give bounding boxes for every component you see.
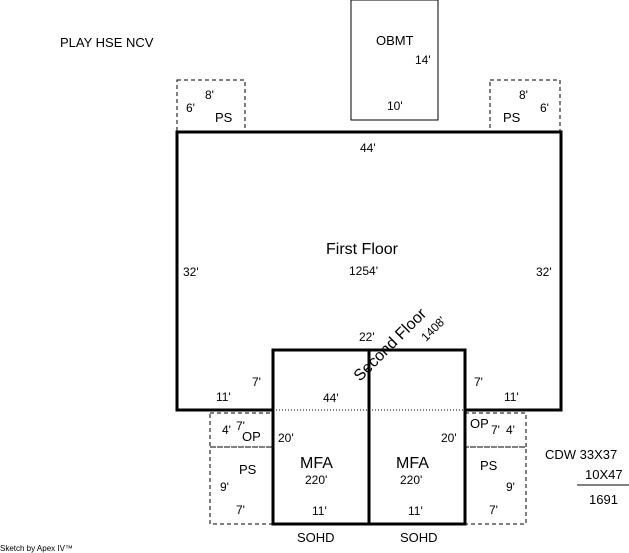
mfa-left-bottom-dim: 11' [312,504,327,518]
cdw-line2: 10X47 [585,467,623,482]
ps-right-bot-outline [464,446,527,525]
ps-right-bot-h: 9' [506,480,515,494]
first-floor-right-dim: 32' [536,265,552,279]
mfa-left-side-dim: 20' [278,431,294,445]
sketch-title: PLAY HSE NCV [60,35,154,50]
obmt-label: OBMT [376,33,414,48]
ps-left-top-width: 8' [205,88,214,102]
mfa-right-door: SOHD [400,530,438,545]
first-floor-step-left-h: 7' [252,375,261,389]
footer-credit: Sketch by Apex IV™ [0,544,73,553]
cdw-total: 1691 [589,492,618,507]
op-right-outline [464,412,527,448]
first-floor-area: 1254' [349,264,378,278]
ps-right-top-width: 8' [519,88,528,102]
first-floor-outline [175,130,563,412]
first-floor-label: First Floor [326,241,399,258]
ps-left-bot-w: 7' [236,503,245,517]
mfa-right-bottom-dim: 11' [408,504,423,518]
op-right-w: 7' [491,423,500,437]
ps-left-top-label: PS [215,110,233,125]
op-right-label: OP [470,416,489,431]
cdw-line1: CDW 33X37 [545,447,617,462]
second-floor-label: Second Floor [351,305,431,385]
obmt-depth: 14' [415,53,431,67]
mfa-right-label: MFA [396,455,429,472]
ps-right-bot-w: 7' [489,503,498,517]
ps-left-bot-outline [209,446,274,525]
obmt-width: 10' [387,99,403,113]
op-left-h: 4' [222,423,231,437]
ps-right-top-label: PS [503,110,521,125]
mfa-left-door: SOHD [297,530,335,545]
first-floor-left-dim: 32' [183,265,199,279]
mfa-left-label: MFA [300,455,333,472]
obmt-outline [350,0,439,121]
op-left-w: 7' [236,419,245,433]
first-floor-step-right-w: 11' [504,390,519,404]
second-floor-top-dim: 22' [359,330,375,344]
second-floor-bottom-dim: 44' [323,391,339,405]
op-right-h: 4' [506,423,515,437]
mfa-right-area: 220' [400,473,422,487]
ps-left-bot-label: PS [239,462,257,477]
first-floor-step-left-w: 11' [216,390,231,404]
mfa-right-side-dim: 20' [441,431,457,445]
mfa-left-area: 220' [305,473,327,487]
first-floor-top-dim: 44' [360,141,376,155]
op-left-label: OP [242,429,261,444]
first-floor-step-right-h: 7' [474,375,483,389]
ps-right-top-depth: 6' [540,101,549,115]
ps-right-bot-label: PS [480,458,498,473]
ps-left-bot-h: 9' [220,480,229,494]
ps-left-top-depth: 6' [186,101,195,115]
